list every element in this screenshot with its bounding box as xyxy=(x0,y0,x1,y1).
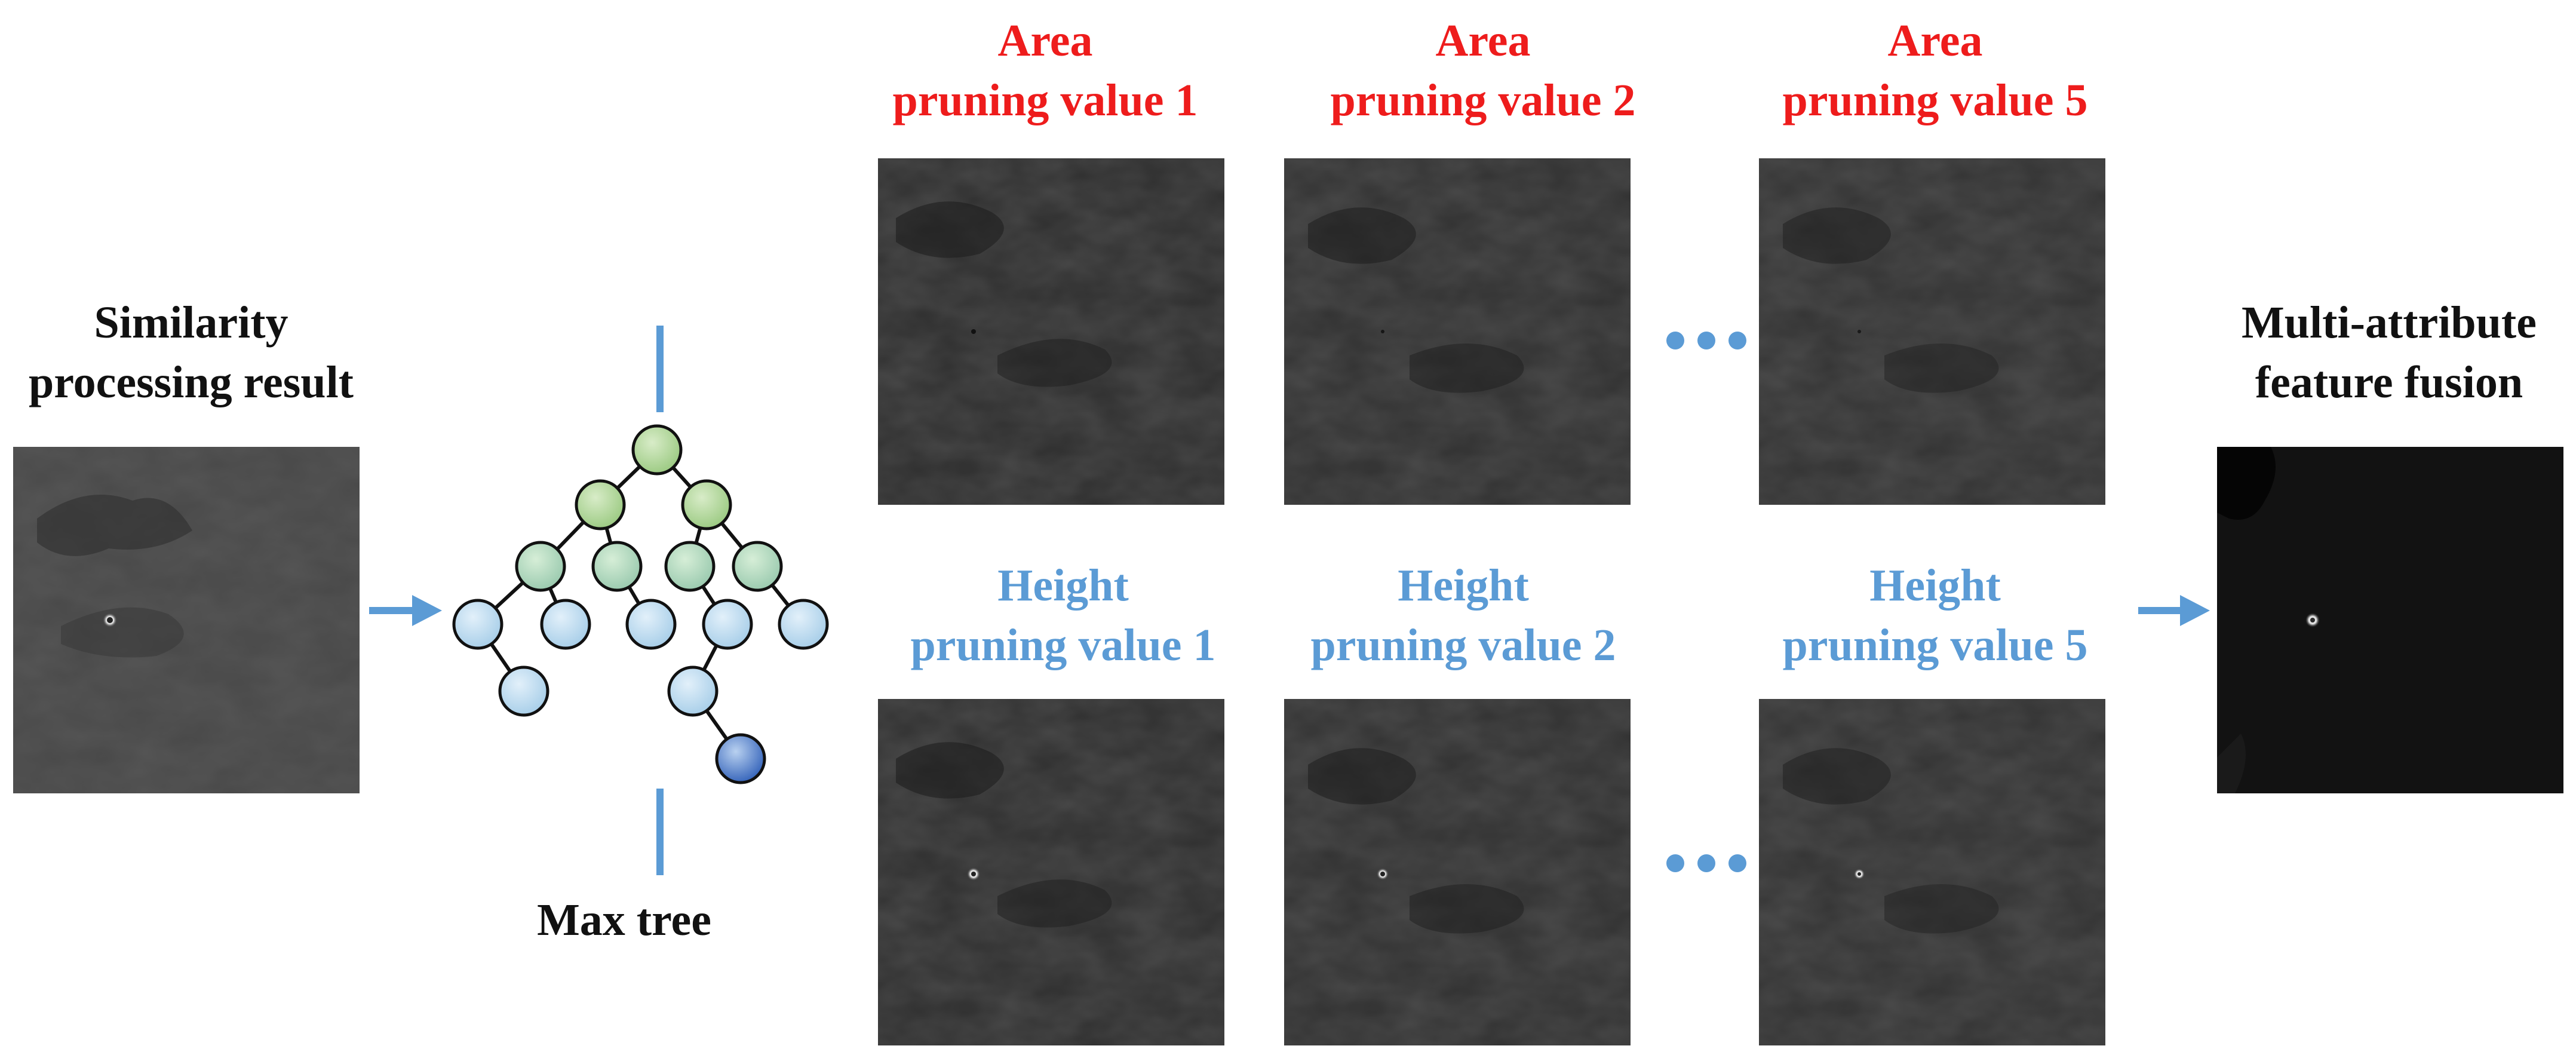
tree-node-root xyxy=(631,424,683,476)
height-label-5-line2: pruning value 5 xyxy=(1782,620,2088,670)
similarity-result-image xyxy=(13,447,360,793)
height-ellipsis-dots xyxy=(1666,854,1746,872)
height-pruning-image-2 xyxy=(1284,699,1631,1045)
tree-node xyxy=(591,541,643,592)
area-label-5-line1: Area xyxy=(1887,16,1983,66)
tree-node xyxy=(515,541,566,592)
area-ellipsis-dots xyxy=(1666,332,1746,349)
tree-node xyxy=(498,666,549,717)
area-label-1-line2: pruning value 1 xyxy=(892,75,1198,125)
tree-node xyxy=(664,541,716,592)
area-label-2-line2: pruning value 2 xyxy=(1330,75,1636,125)
area-label-2-line1: Area xyxy=(1435,16,1531,66)
max-tree-label: Max tree xyxy=(537,895,711,945)
height-label-1-line2: pruning value 1 xyxy=(910,620,1216,670)
tree-node xyxy=(575,479,626,530)
height-label-5-line1: Height xyxy=(1869,560,2001,611)
area-pruning-image-5 xyxy=(1759,158,2105,505)
area-pruning-image-1 xyxy=(878,158,1224,505)
tree-nodes xyxy=(452,424,829,784)
tree-node xyxy=(681,479,732,530)
tree-node xyxy=(732,541,783,592)
area-label-2: Area pruning value 2 xyxy=(1298,11,1668,130)
tree-node xyxy=(667,666,719,717)
tree-edges xyxy=(476,448,805,760)
tree-node xyxy=(452,599,503,650)
output-title: Multi-attribute feature fusion xyxy=(2210,293,2568,412)
input-title-line2: processing result xyxy=(29,357,354,407)
height-label-5: Height pruning value 5 xyxy=(1750,556,2120,675)
input-title-line1: Similarity xyxy=(94,298,288,348)
height-pruning-image-1 xyxy=(878,699,1224,1045)
dot xyxy=(1666,854,1684,872)
fusion-result-image xyxy=(2217,447,2563,793)
height-label-2: Height pruning value 2 xyxy=(1278,556,1648,675)
output-title-line2: feature fusion xyxy=(2255,357,2523,407)
dot xyxy=(1666,332,1684,349)
height-pruning-image-5 xyxy=(1759,699,2105,1045)
tree-node xyxy=(625,599,677,650)
output-title-line1: Multi-attribute xyxy=(2242,298,2537,348)
dot xyxy=(1697,332,1715,349)
height-label-2-line1: Height xyxy=(1398,560,1529,611)
area-label-1-line1: Area xyxy=(997,16,1093,66)
area-label-5: Area pruning value 5 xyxy=(1750,11,2120,130)
area-pruning-image-2 xyxy=(1284,158,1631,505)
dot xyxy=(1697,854,1715,872)
tree-node xyxy=(702,599,753,650)
dot xyxy=(1728,332,1746,349)
height-label-1-line1: Height xyxy=(997,560,1129,611)
tree-node xyxy=(778,599,829,650)
height-label-1: Height pruning value 1 xyxy=(878,556,1248,675)
arrow-to-fusion xyxy=(2138,595,2210,626)
arrow-input-to-tree xyxy=(369,595,442,626)
dot xyxy=(1728,854,1746,872)
tree-node-leaf-highlight xyxy=(715,733,766,784)
input-title: Similarity processing result xyxy=(12,293,370,412)
area-label-1: Area pruning value 1 xyxy=(860,11,1230,130)
height-label-2-line2: pruning value 2 xyxy=(1310,620,1616,670)
tree-node xyxy=(540,599,591,650)
area-label-5-line2: pruning value 5 xyxy=(1782,75,2088,125)
